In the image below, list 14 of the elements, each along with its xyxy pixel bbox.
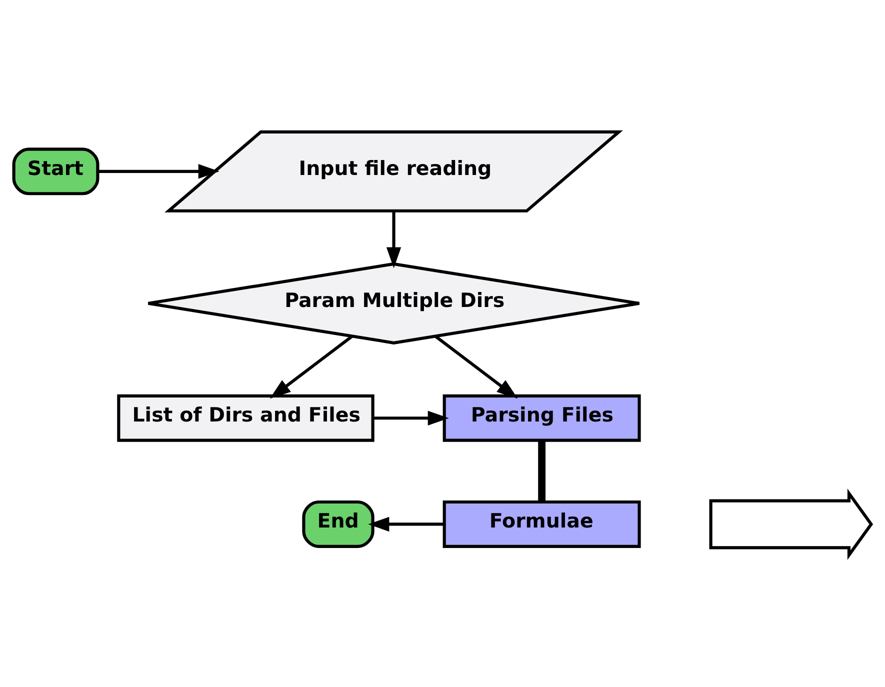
node-box: List of Dirs and Files	[117, 394, 374, 442]
node-arrow	[709, 488, 874, 560]
arrow	[368, 516, 444, 532]
arrow	[386, 211, 402, 268]
arrow	[270, 334, 354, 399]
arrow	[98, 164, 220, 179]
connector	[538, 440, 546, 502]
node-box: End	[302, 500, 374, 548]
arrow	[372, 410, 449, 426]
arrow	[434, 334, 518, 399]
node-box: Parsing Files	[442, 394, 641, 442]
node-box: Formulae	[442, 500, 641, 548]
node-diamond: Param Multiple Dirs	[146, 262, 641, 344]
node-box: Start	[12, 148, 100, 196]
